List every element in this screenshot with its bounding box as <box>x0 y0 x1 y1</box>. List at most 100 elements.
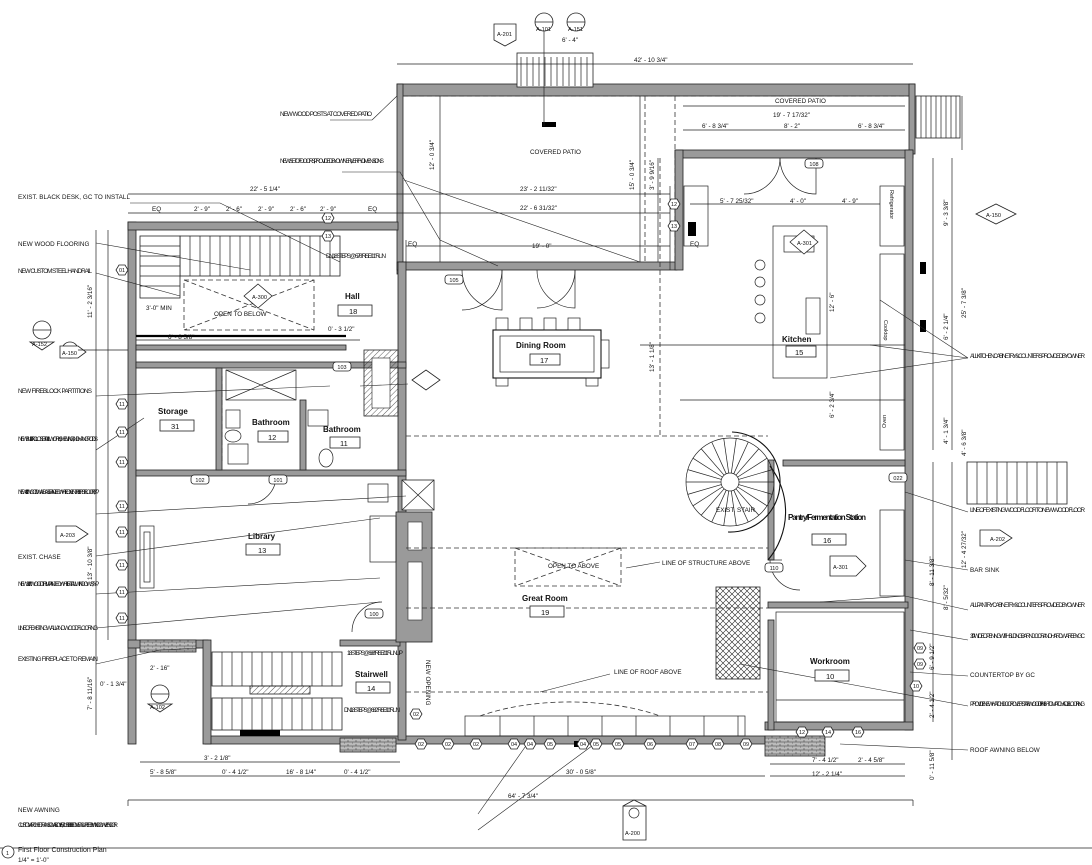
window-tag-shape <box>643 738 657 750</box>
window-tag-shape <box>685 738 699 750</box>
door-tag-shape <box>364 608 384 619</box>
window-tag-shape <box>115 264 129 276</box>
dim-workroom-c: 2' - 4 5/8" <box>858 757 885 764</box>
dim-pantry-b: 6' - 9 1/2" <box>929 643 936 670</box>
window-tag: 07 <box>689 742 695 748</box>
bathroom-fixtures <box>224 369 334 468</box>
note-existing-wall: LINE OF EXISTING WALL AND WOOD FLOORING <box>18 625 98 632</box>
spiral-tread <box>735 448 760 476</box>
ref-a150-right: A-150 <box>986 213 1001 219</box>
note-fireplace: EXISTING FIREPLACE TO REMAIN <box>18 656 98 663</box>
library-furniture <box>139 483 397 589</box>
dim-workroom-d: 0' - 11 5/8" <box>929 750 936 780</box>
dim-patio-b: 8' - 2" <box>784 123 800 130</box>
ref-a151: A-151 <box>568 27 583 33</box>
door-tag: 103 <box>337 365 346 371</box>
spiral-stair <box>685 431 787 561</box>
dim-stairwell-b: 0' - 1 3/4" <box>100 681 127 688</box>
window-tag: 10 <box>913 684 919 690</box>
window-tag-shape <box>115 398 129 410</box>
window-tag: 02 <box>413 712 419 718</box>
dim-pantry-c: 8' - 5/32" <box>943 585 950 610</box>
spiral-tread <box>723 490 730 526</box>
spiral-tread <box>687 484 722 495</box>
door-tag-shape <box>764 562 784 573</box>
inner-notes: DN 18 STEPS @ 6.76" RISE / 11" RUN OPEN … <box>146 206 756 714</box>
window-tag-shape <box>667 198 681 210</box>
dim-stairwell-a: 2' - 16" <box>150 665 170 672</box>
window-tag: 02 <box>473 742 479 748</box>
window-tag-shape <box>115 612 129 624</box>
note-new-doors: NEW SET OF DOORS, PROVIDED BY OWNER, VER… <box>280 158 384 165</box>
window-tag-shape <box>795 726 809 738</box>
dim-bottom-e: 0' - 4 1/2" <box>344 769 371 776</box>
ref-a300: A-300 <box>252 295 267 301</box>
note-min-clearance: 3'-0" MIN <box>146 305 172 312</box>
dim-right-b: 25' - 7 3/8" <box>961 288 968 318</box>
label-refrigerator: Refrigerator <box>888 190 894 219</box>
spiral-tread <box>738 484 773 495</box>
room-number-stairwell: 14 <box>367 684 375 693</box>
room-number-bathroom-12: 12 <box>268 433 276 442</box>
window-tag: 16 <box>855 730 861 736</box>
door-tag-shape <box>444 274 464 285</box>
note-stairwell-up: 18 STEPS @ 6.88" RISE / 11" RUN UP <box>347 650 403 657</box>
spiral-tread <box>700 448 725 476</box>
dim-dining-depth: 13' - 1 1/8" <box>649 342 656 372</box>
note-open-to-below: OPEN TO BELOW <box>214 311 267 318</box>
room-number-great-room: 19 <box>541 608 549 617</box>
dim-window-2: 2' - 6" <box>226 206 242 213</box>
note-exist-chase: EXIST. CHASE <box>18 554 61 561</box>
window-tag-shape <box>851 726 865 738</box>
note-wood-floor-line: LINE OF EXISTING WOOD FLOOR TO NEW WOOD … <box>970 507 1085 514</box>
window-tag-shape <box>913 642 927 654</box>
spiral-tread <box>737 486 768 507</box>
door-tag-shape <box>268 474 288 485</box>
window-tag-shape <box>441 738 455 750</box>
room-number-pantry: 16 <box>823 536 831 545</box>
dim-patio-c: 6' - 8 3/4" <box>858 123 885 130</box>
window-tag-shape <box>321 212 335 224</box>
dim-center-b: 22' - 6 31/32" <box>520 205 557 212</box>
stairwell-stair <box>211 651 343 736</box>
dim-patio-a: 6' - 8 3/4" <box>702 123 729 130</box>
door-tag: 105 <box>449 278 458 284</box>
dim-kitchen-c: 4' - 9" <box>842 198 858 205</box>
door-tag: 100 <box>369 612 378 618</box>
room-name-covered-patio-1: COVERED PATIO <box>530 149 581 156</box>
dim-patio-depth-2: 15' - 0 3/4" <box>629 160 636 190</box>
ref-a301-kitchen: A-301 <box>797 241 812 247</box>
window-tag-shape <box>115 426 129 438</box>
ref-a102: A-102 <box>150 705 165 711</box>
dim-bottom-f: 30' - 0 5/8" <box>566 769 596 776</box>
dim-hall-a: 6' - 8 5/8" <box>168 334 195 341</box>
hall-stair <box>136 235 346 338</box>
structure-lines <box>221 158 768 717</box>
room-name-bathroom-12: Bathroom <box>252 418 290 427</box>
door-tag: 110 <box>770 566 779 572</box>
dim-right-c: 6' - 2 1/4" <box>943 313 950 340</box>
window-tag-shape <box>523 738 537 750</box>
door-tag-shape <box>190 474 210 485</box>
dim-bay-window: 6' - 4" <box>562 37 578 44</box>
spiral-tread <box>730 438 737 474</box>
note-open-to-above: OPEN TO ABOVE <box>548 563 599 570</box>
covered-patio-outline <box>396 52 916 275</box>
dim-window-5: 2' - 9" <box>320 206 336 213</box>
note-wall-base: NEW 4" x 1/2" WOOD WALL BASE PAINTED WHI… <box>18 489 99 496</box>
window-tag-shape <box>543 738 557 750</box>
dim-patio-right: 19' - 7 17/32" <box>773 112 810 119</box>
spiral-tread <box>730 490 737 526</box>
spiral-tread <box>723 438 730 474</box>
title-number: 1 <box>6 851 9 857</box>
spiral-tread <box>711 441 727 474</box>
dim-pantry-a: 8' - 11 3/8" <box>929 556 936 586</box>
note-kitchen-cabinetry: ALL KITCHEN CABINETRY & COUNTERS PROVIDE… <box>970 353 1085 360</box>
window-tag: 09 <box>917 662 923 668</box>
window-tag: 04 <box>580 742 586 748</box>
window-tag-shape <box>576 738 590 750</box>
dim-workroom-b: 12' - 2 1/4" <box>812 771 842 778</box>
dim-bottom-b: 3' - 2 1/8" <box>204 755 231 762</box>
window-tag: 05 <box>593 742 599 748</box>
